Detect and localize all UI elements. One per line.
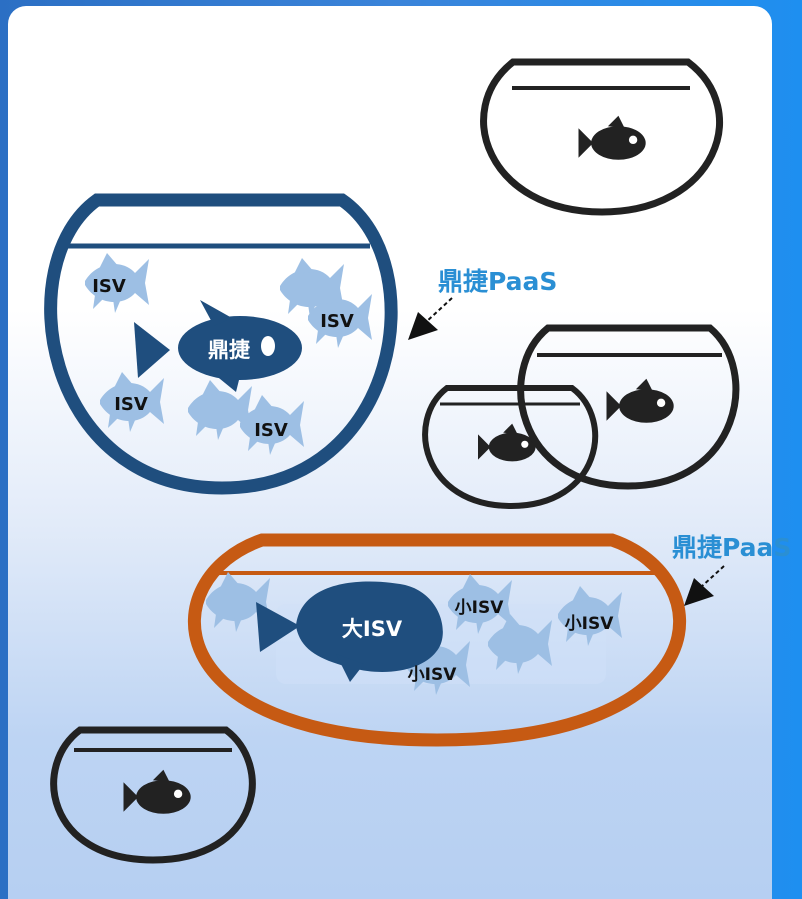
label-big-isv: 大ISV — [342, 617, 403, 641]
label-small-isv: 小ISV — [408, 665, 458, 685]
label-isv: ISV — [254, 420, 288, 441]
label-dingjie: 鼎捷 — [208, 338, 250, 362]
bowl-middle-large — [521, 328, 736, 486]
bowl-dingjie: 鼎捷 ISV ISV ISV ISV — [51, 200, 392, 488]
bowl-middle-small — [425, 388, 595, 506]
bowl-bottom-left — [54, 730, 253, 860]
arrow-top — [408, 298, 452, 340]
bowl-paas-isv: 大ISV 小ISV 小ISV 小ISV — [194, 540, 679, 740]
label-isv: ISV — [114, 394, 148, 415]
paas-label-bottom: 鼎捷PaaS — [672, 533, 791, 562]
label-isv: ISV — [92, 276, 126, 297]
arrow-bottom — [684, 566, 724, 606]
fish-icon — [607, 379, 674, 423]
bowl-top-right — [484, 62, 720, 212]
fish-icon — [579, 116, 646, 160]
fish-icon — [124, 770, 191, 814]
paas-label-top: 鼎捷PaaS — [438, 267, 557, 296]
label-small-isv: 小ISV — [455, 598, 505, 618]
label-small-isv: 小ISV — [565, 614, 615, 634]
label-isv: ISV — [320, 311, 354, 332]
fish-icon — [188, 380, 252, 440]
